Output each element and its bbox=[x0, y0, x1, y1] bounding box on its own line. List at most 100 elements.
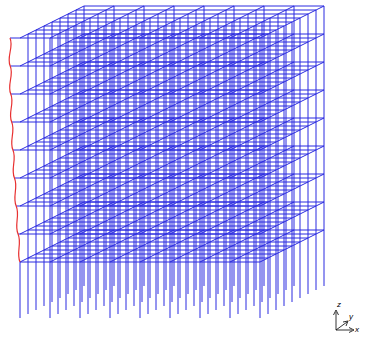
beam bbox=[104, 162, 112, 166]
beam bbox=[140, 118, 148, 122]
beam bbox=[60, 158, 90, 159]
beam bbox=[66, 194, 74, 198]
beam bbox=[58, 146, 88, 147]
beam bbox=[44, 250, 74, 251]
beam bbox=[50, 90, 58, 94]
beam bbox=[74, 246, 82, 250]
beam bbox=[120, 238, 128, 242]
beam bbox=[66, 30, 96, 31]
beam bbox=[262, 102, 270, 106]
beam bbox=[178, 198, 186, 202]
beam bbox=[246, 254, 276, 255]
beam bbox=[126, 222, 134, 226]
beam bbox=[188, 234, 196, 238]
beam bbox=[28, 142, 36, 146]
beam bbox=[96, 86, 126, 87]
beam bbox=[232, 74, 240, 78]
beam bbox=[74, 54, 104, 55]
beam bbox=[82, 158, 90, 162]
beam bbox=[246, 170, 276, 171]
beam bbox=[52, 22, 82, 23]
beam bbox=[28, 118, 58, 119]
beam bbox=[140, 202, 148, 206]
beam bbox=[260, 146, 268, 150]
beam bbox=[82, 242, 90, 246]
beam bbox=[202, 22, 232, 23]
beam bbox=[126, 254, 156, 255]
beam bbox=[194, 78, 202, 82]
beam bbox=[248, 66, 256, 70]
beam bbox=[260, 90, 268, 94]
beam bbox=[164, 222, 194, 223]
beam bbox=[110, 202, 118, 206]
beam bbox=[58, 226, 66, 230]
beam bbox=[292, 74, 300, 78]
beam bbox=[112, 46, 120, 50]
beam bbox=[216, 82, 224, 86]
beam bbox=[262, 246, 292, 247]
beam bbox=[142, 78, 172, 79]
beam bbox=[90, 98, 98, 102]
beam bbox=[316, 34, 324, 38]
beam bbox=[76, 146, 84, 150]
beam bbox=[118, 254, 126, 258]
beam bbox=[50, 62, 58, 66]
beam bbox=[194, 194, 224, 195]
beam bbox=[148, 62, 178, 63]
beam bbox=[210, 98, 218, 102]
beam bbox=[170, 146, 178, 150]
beam bbox=[262, 162, 292, 163]
beam bbox=[186, 142, 216, 143]
beam bbox=[164, 162, 172, 166]
beam bbox=[238, 62, 268, 63]
beam bbox=[82, 46, 90, 50]
beam bbox=[172, 50, 202, 51]
beam bbox=[300, 98, 308, 102]
beam bbox=[254, 190, 262, 194]
beam bbox=[166, 202, 174, 206]
beam bbox=[36, 170, 66, 171]
beam bbox=[80, 202, 88, 206]
beam bbox=[156, 138, 164, 142]
beam bbox=[28, 202, 58, 203]
beam bbox=[208, 86, 216, 90]
beam bbox=[50, 34, 58, 38]
beam bbox=[20, 66, 50, 67]
beam bbox=[240, 182, 248, 186]
beam bbox=[82, 162, 112, 163]
beam bbox=[52, 46, 60, 50]
beam bbox=[248, 182, 278, 183]
beam bbox=[136, 34, 144, 38]
beam bbox=[238, 90, 268, 91]
beam bbox=[50, 150, 80, 151]
beam bbox=[156, 58, 186, 59]
beam bbox=[156, 226, 186, 227]
beam bbox=[286, 66, 316, 67]
beam bbox=[58, 58, 66, 62]
beam bbox=[28, 230, 58, 231]
beam bbox=[134, 134, 142, 138]
beam bbox=[172, 158, 180, 162]
beam bbox=[180, 130, 210, 131]
beam bbox=[286, 10, 316, 11]
beam bbox=[88, 170, 96, 174]
beam bbox=[58, 170, 66, 174]
beam bbox=[202, 106, 232, 107]
beam bbox=[44, 110, 74, 111]
beam bbox=[186, 254, 216, 255]
beam bbox=[224, 106, 232, 110]
beam bbox=[264, 6, 294, 7]
beam bbox=[254, 78, 262, 82]
beam bbox=[226, 6, 234, 10]
beam bbox=[36, 58, 66, 59]
beam bbox=[268, 226, 276, 230]
beam bbox=[28, 254, 36, 258]
beam bbox=[112, 78, 142, 79]
beam bbox=[246, 58, 276, 59]
beam bbox=[200, 66, 230, 67]
beam bbox=[28, 174, 58, 175]
beam bbox=[110, 262, 140, 263]
beam bbox=[150, 210, 158, 214]
beam bbox=[28, 226, 36, 230]
column bbox=[88, 258, 89, 314]
